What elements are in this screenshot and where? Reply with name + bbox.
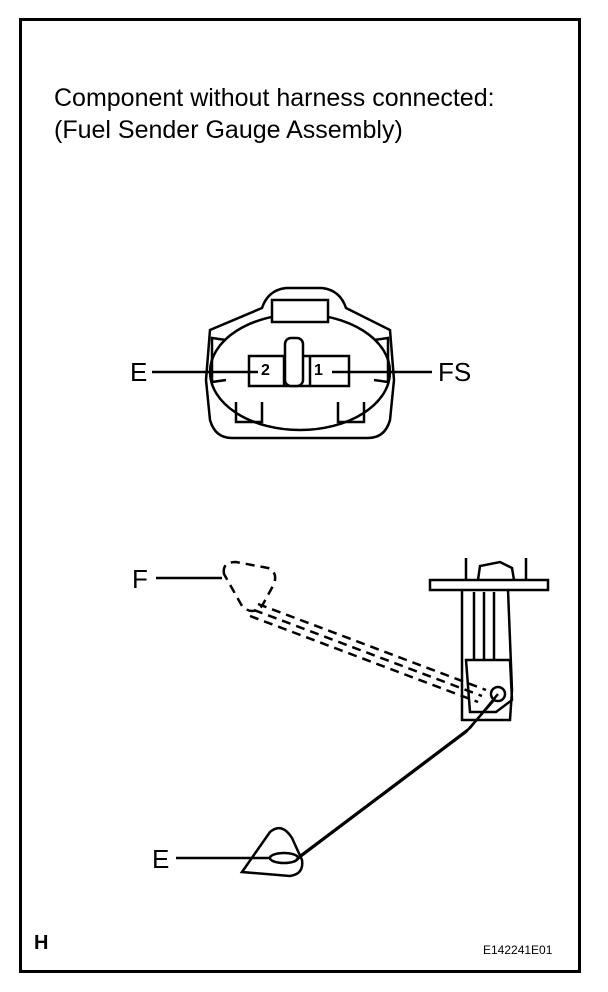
connector-bottom-slot-left [234, 402, 264, 424]
diagram-caption: Component without harness connected: (Fu… [54, 82, 495, 146]
connector-bottom-slot-right [336, 402, 366, 424]
float-full [222, 560, 277, 613]
pin-number-2: 2 [261, 362, 270, 379]
sender-flange [428, 578, 550, 592]
connector-side-rib-right [373, 336, 390, 384]
pin-number-1: 1 [314, 362, 323, 379]
sender-housing [464, 658, 514, 714]
float-empty [239, 826, 304, 878]
connector-drawing [152, 286, 432, 440]
corner-mark: H [34, 932, 49, 954]
caption-line-1: Component without harness connected: [54, 84, 495, 112]
caption-line-2: (Fuel Sender Gauge Assembly) [54, 116, 403, 144]
float-arm-pivot [489, 685, 507, 703]
float-arm-tip [268, 851, 300, 865]
sender-drawing [176, 558, 550, 878]
float-label-F: F [132, 564, 148, 594]
flange-cap [476, 560, 516, 581]
float-arm-empty [295, 693, 499, 861]
connector-key [283, 336, 305, 388]
diagram-frame [19, 18, 581, 973]
terminal-label-FS: FS [438, 357, 472, 387]
figure-code: E142241E01 [483, 943, 553, 957]
float-arm-full [249, 602, 487, 704]
sender-stem [460, 589, 514, 722]
connector-lock-tab [270, 298, 330, 324]
connector-outer-housing [204, 286, 396, 440]
connector-side-rib-left [210, 336, 227, 384]
float-label-E: E [152, 844, 170, 874]
terminal-label-E: E [130, 357, 148, 387]
float-full-position [156, 560, 487, 704]
